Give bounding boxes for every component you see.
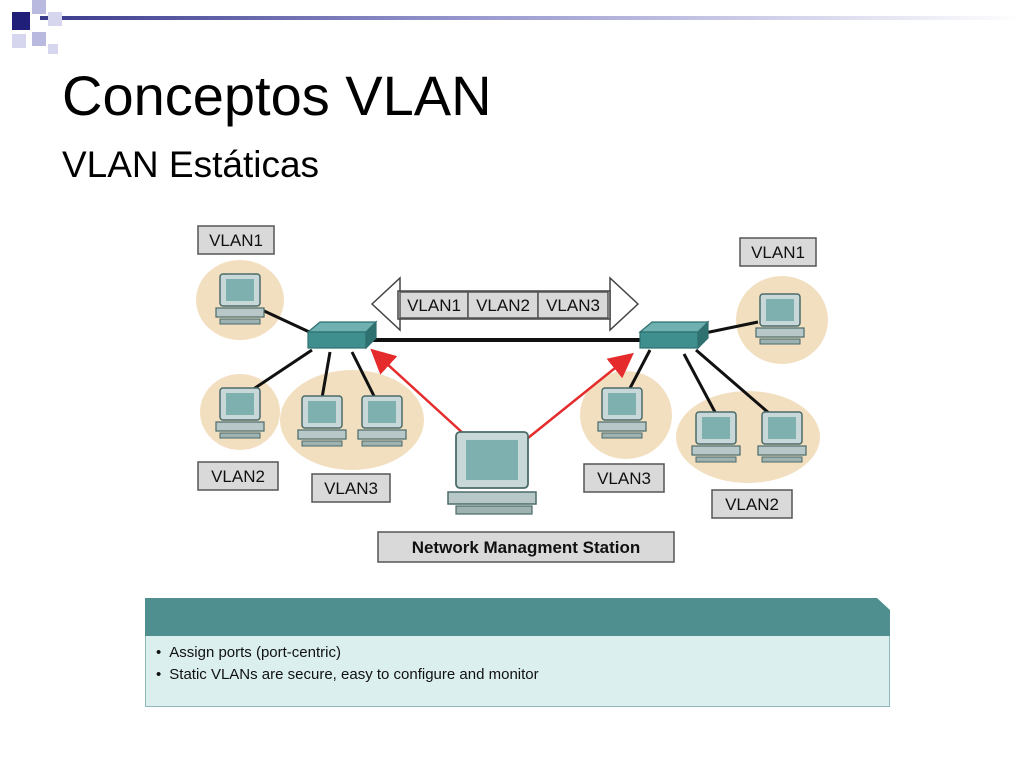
info-panel-header bbox=[145, 598, 890, 636]
left-switch-icon bbox=[307, 321, 377, 349]
pc-vlan3-right-icon bbox=[597, 387, 647, 439]
right-switch-icon bbox=[639, 321, 709, 349]
bullet-item: Assign ports (port-centric) bbox=[156, 644, 889, 661]
info-panel-body: Assign ports (port-centric) Static VLANs… bbox=[145, 636, 890, 707]
trunk-label-vlan2: VLAN2 bbox=[476, 296, 530, 315]
trunk-label-vlan3: VLAN3 bbox=[546, 296, 600, 315]
pc-vlan1-right-icon bbox=[755, 293, 805, 345]
bullet-item: Static VLANs are secure, easy to configu… bbox=[156, 666, 889, 683]
pc-vlan2-right-a-icon bbox=[691, 411, 741, 463]
trunk-label-vlan1: VLAN1 bbox=[407, 296, 461, 315]
label-right-vlan1: VLAN1 bbox=[751, 243, 805, 262]
arrow-to-right-switch bbox=[527, 352, 634, 439]
management-station-icon bbox=[447, 431, 537, 515]
label-right-vlan2: VLAN2 bbox=[725, 495, 779, 514]
label-left-vlan2: VLAN2 bbox=[211, 467, 265, 486]
label-left-vlan1: VLAN1 bbox=[209, 231, 263, 250]
info-panel: Assign ports (port-centric) Static VLANs… bbox=[145, 598, 890, 708]
pc-vlan2-left-icon bbox=[215, 387, 265, 439]
header-decoration bbox=[12, 0, 1024, 54]
slide-title: Conceptos VLAN bbox=[62, 64, 492, 127]
arrow-to-left-switch bbox=[370, 348, 466, 436]
pc-vlan3-left-a-icon bbox=[297, 395, 347, 447]
trunk-arrow: VLAN1 VLAN2 VLAN3 bbox=[370, 276, 640, 332]
pc-vlan1-left-icon bbox=[215, 273, 265, 325]
station-label: Network Managment Station bbox=[412, 538, 641, 557]
label-left-vlan3: VLAN3 bbox=[324, 479, 378, 498]
pc-vlan3-left-b-icon bbox=[357, 395, 407, 447]
label-right-vlan3: VLAN3 bbox=[597, 469, 651, 488]
slide-subtitle: VLAN Estáticas bbox=[62, 144, 320, 185]
info-bullet-list: Assign ports (port-centric) Static VLANs… bbox=[146, 636, 889, 683]
pc-vlan2-right-b-icon bbox=[757, 411, 807, 463]
